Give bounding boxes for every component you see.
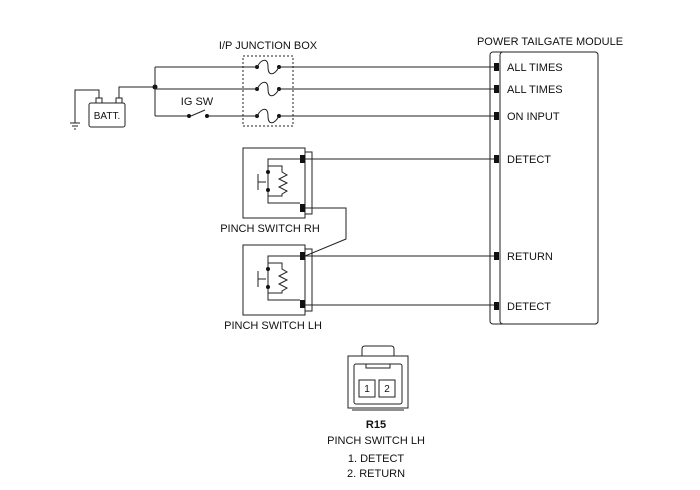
fuse-icon xyxy=(255,108,281,124)
ground-icon xyxy=(70,89,100,130)
junction-box xyxy=(242,55,294,127)
pinch-switch-rh-label: PINCH SWITCH RH xyxy=(220,223,320,235)
module-pin-label: DETECT xyxy=(507,301,551,313)
pinch-switch-lh xyxy=(242,244,313,316)
connector-pin-number: 1 xyxy=(364,384,370,395)
pinch-switch-rh xyxy=(242,147,313,219)
wire-rh-lh-link xyxy=(304,207,347,257)
connector-id: R15 xyxy=(366,419,386,431)
fuse-icon xyxy=(255,81,281,97)
module-pin-detect-rh xyxy=(494,155,499,163)
connector-pin-list-item: 2. RETURN xyxy=(347,468,405,480)
module-pin-all-times-2 xyxy=(494,85,499,93)
module-pin-label: ALL TIMES xyxy=(507,84,563,96)
ignition-switch-icon xyxy=(187,109,209,118)
ig-switch-label: IG SW xyxy=(181,96,214,108)
battery: BATT. xyxy=(88,97,126,128)
connector-name: PINCH SWITCH LH xyxy=(327,435,425,447)
module-pin-return xyxy=(494,252,499,260)
module-pin-on-input xyxy=(494,112,499,120)
module-pin-label: RETURN xyxy=(507,251,553,263)
connector-pin-list-item: 1. DETECT xyxy=(348,453,405,465)
module-pin-label: ON INPUT xyxy=(507,111,560,123)
junction-box-label: I/P JUNCTION BOX xyxy=(219,40,318,52)
battery-feed-wire xyxy=(118,86,155,98)
module-pin-detect-lh xyxy=(494,302,499,310)
battery-label: BATT. xyxy=(94,111,120,122)
connector-r15-icon: 1 2 xyxy=(347,345,409,411)
module-inner-panel xyxy=(499,51,599,325)
connector-pin-number: 2 xyxy=(384,384,390,395)
fuse-icon xyxy=(255,59,281,75)
module-pin-label: DETECT xyxy=(507,154,551,166)
module-title: POWER TAILGATE MODULE xyxy=(477,36,623,48)
pinch-switch-lh-label: PINCH SWITCH LH xyxy=(224,320,322,332)
module-pin-all-times-1 xyxy=(494,63,499,71)
module-pin-label: ALL TIMES xyxy=(507,62,563,74)
